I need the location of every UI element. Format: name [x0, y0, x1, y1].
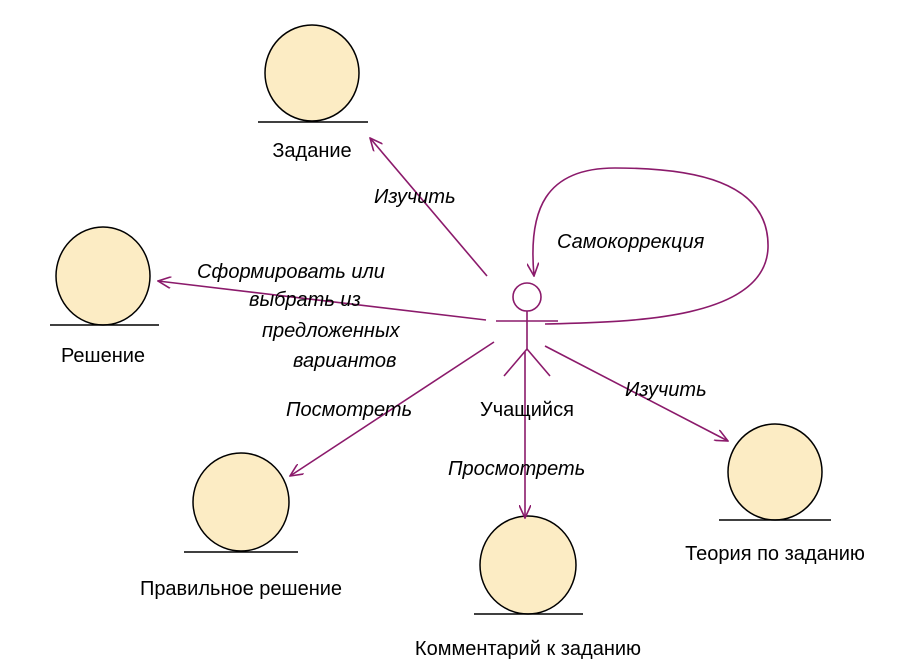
association-study-task[interactable]: Изучить [370, 138, 488, 277]
entity-theory-label: Теория по заданию [685, 543, 865, 565]
entity-object-icon [264, 24, 360, 122]
entity-correct-solution[interactable]: Правильное решение [140, 452, 342, 600]
actor-head [512, 282, 542, 312]
entity-task[interactable]: Задание [258, 24, 368, 162]
entity-solution[interactable]: Решение [50, 226, 159, 367]
association-view-correct[interactable]: Посмотреть [286, 341, 495, 476]
entity-theory[interactable]: Теория по заданию [685, 423, 865, 565]
entity-object-icon [727, 423, 823, 521]
actor-left-leg [503, 348, 528, 377]
entity-comment-label: Комментарий к заданию [415, 638, 641, 660]
entity-correct-solution-label: Правильное решение [140, 578, 342, 600]
association-label: предложенных [262, 320, 401, 342]
actor-label: Учащийся [480, 399, 574, 421]
association-line [158, 281, 487, 321]
entity-task-label: Задание [272, 140, 351, 162]
association-label: Сформировать или [197, 261, 385, 283]
stick-figure-actor-icon [496, 282, 558, 377]
entity-comment[interactable]: Комментарий к заданию [415, 515, 641, 660]
association-label: вариантов [293, 350, 397, 372]
association-label: Посмотреть [286, 399, 412, 421]
actor-right-leg [526, 348, 551, 377]
association-label: Самокоррекция [557, 231, 705, 253]
entity-solution-label: Решение [61, 345, 145, 367]
association-study-theory[interactable]: Изучить [544, 345, 728, 441]
entity-object-icon [192, 452, 290, 552]
entity-object-icon [479, 515, 577, 615]
association-form-solution[interactable]: Сформировать или выбрать из предложенных… [158, 261, 487, 372]
association-line [544, 345, 728, 441]
association-self-correction[interactable]: Самокоррекция [533, 167, 769, 325]
actor-student[interactable]: Учащийся [480, 282, 574, 421]
association-label: Изучить [374, 186, 456, 208]
association-line [370, 138, 488, 277]
association-view-comment[interactable]: Просмотреть [448, 352, 585, 518]
association-line [290, 341, 495, 476]
association-label: выбрать из [249, 289, 361, 311]
association-label: Просмотреть [448, 458, 585, 480]
association-loop-line [533, 167, 769, 325]
association-label: Изучить [625, 379, 707, 401]
entity-object-icon [55, 226, 151, 326]
